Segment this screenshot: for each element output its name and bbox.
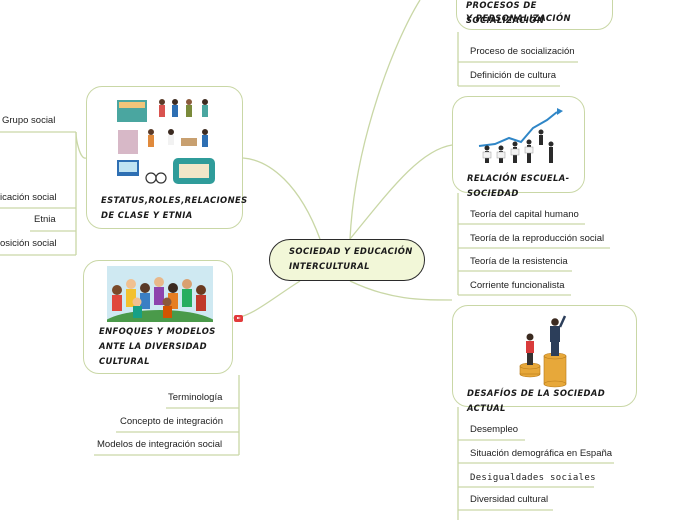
teamwork-climb-illustration bbox=[478, 108, 563, 163]
leaf-situacion-demografica[interactable]: Situación demográfica en España bbox=[470, 448, 613, 459]
leaf-terminologia[interactable]: Terminología bbox=[168, 392, 223, 403]
leaf-reproduccion-social[interactable]: Teoría de la reproducción social bbox=[470, 233, 605, 244]
leaf-diversidad-cultural[interactable]: Diversidad cultural bbox=[470, 494, 549, 505]
coin-stacks-illustration bbox=[519, 315, 567, 388]
node-title-line2: Y PERSONALIZACIÓN bbox=[466, 13, 571, 23]
leaf-clasificacion-social[interactable]: icación social bbox=[0, 192, 57, 203]
node-title-line1: ESTATUS,ROLES,RELACIONES bbox=[101, 195, 248, 205]
central-title-line1: SOCIEDAD Y EDUCACIÓN bbox=[289, 246, 413, 256]
node-procesos-socializacion[interactable]: PROCESOS DE SOCIALIZACIÓN Y PERSONALIZAC… bbox=[456, 0, 613, 30]
leaf-proceso-socializacion[interactable]: Proceso de socialización bbox=[470, 46, 575, 57]
node-enfoques-diversidad[interactable]: ENFOQUES Y MODELOS ANTE LA DIVERSIDAD CU… bbox=[83, 260, 233, 374]
node-title-line2: DE CLASE Y ETNIA bbox=[101, 210, 193, 220]
social-roles-illustration bbox=[117, 99, 215, 184]
leaf-grupo-social[interactable]: Grupo social bbox=[2, 115, 56, 126]
node-relacion-escuela-sociedad[interactable]: RELACIÓN ESCUELA-SOCIEDAD bbox=[452, 96, 585, 198]
node-title: DESAFÍOS DE LA SOCIEDAD ACTUAL bbox=[467, 388, 606, 413]
central-topic[interactable]: SOCIEDAD Y EDUCACIÓN INTERCULTURAL bbox=[269, 239, 425, 281]
node-desafios-sociedad[interactable]: DESAFÍOS DE LA SOCIEDAD ACTUAL bbox=[452, 305, 637, 413]
diverse-people-illustration bbox=[107, 266, 213, 322]
leaf-resistencia[interactable]: Teoría de la resistencia bbox=[470, 256, 568, 267]
leaf-modelos-integracion[interactable]: Modelos de integración social bbox=[97, 439, 223, 450]
leaf-corriente-funcionalista[interactable]: Corriente funcionalista bbox=[470, 280, 565, 291]
leaf-desigualdades-sociales[interactable]: Desigualdades sociales bbox=[470, 473, 596, 483]
leaf-capital-humano[interactable]: Teoría del capital humano bbox=[470, 209, 579, 220]
node-title-line2: ANTE LA DIVERSIDAD bbox=[99, 341, 208, 351]
leaf-concepto-integracion[interactable]: Concepto de integración bbox=[120, 416, 223, 427]
node-estatus-roles[interactable]: ESTATUS,ROLES,RELACIONES DE CLASE Y ETNI… bbox=[86, 86, 247, 229]
leaf-definicion-cultura[interactable]: Definición de cultura bbox=[470, 70, 557, 81]
central-title-line2: INTERCULTURAL bbox=[289, 261, 370, 271]
node-title-line1: ENFOQUES Y MODELOS bbox=[99, 326, 216, 336]
leaf-etnia[interactable]: Etnia bbox=[34, 214, 56, 225]
leaf-posicion-social[interactable]: osición social bbox=[0, 238, 57, 249]
video-attachment-icon[interactable] bbox=[234, 315, 243, 322]
leaf-desempleo[interactable]: Desempleo bbox=[470, 424, 519, 435]
node-title-line3: CULTURAL bbox=[99, 356, 150, 366]
node-title-line1: PROCESOS DE SOCIALIZACIÓN bbox=[466, 0, 545, 25]
node-title: RELACIÓN ESCUELA-SOCIEDAD bbox=[467, 173, 570, 198]
